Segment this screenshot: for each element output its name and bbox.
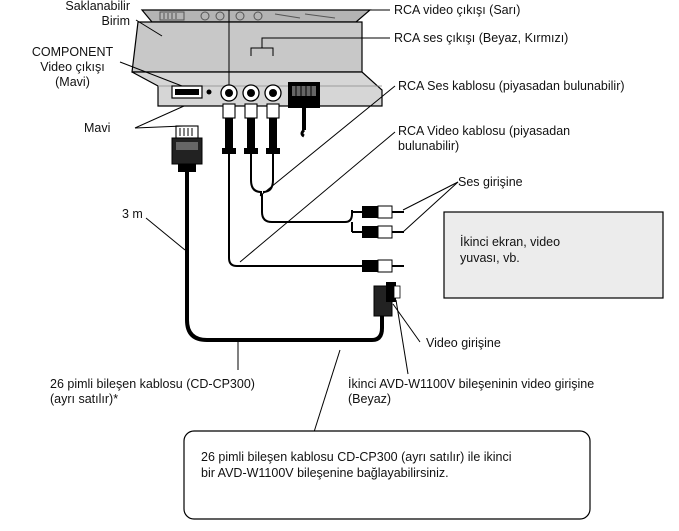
display-box-line1: İkinci ekran, video	[460, 235, 561, 249]
cable-length-label: 3 m	[122, 207, 143, 221]
rca-audio-out-label: RCA ses çıkışı (Beyaz, Kırmızı)	[394, 31, 569, 45]
audio-input-label: Ses girişine	[458, 175, 523, 189]
rca-video-jack	[220, 84, 238, 102]
component-label-line2: Video çıkışı	[40, 60, 105, 74]
leader-lines	[119, 9, 459, 433]
component-label-line1: COMPONENT	[31, 45, 114, 59]
component-plug	[171, 125, 203, 172]
rear-panel	[131, 71, 383, 138]
cables	[185, 154, 384, 342]
unit-label-line1: Saklanabilir	[65, 0, 130, 13]
cable26-label-line2: (ayrı satılır)*	[50, 392, 119, 406]
second-unit-label-line1: İkinci AVD-W1100V bileşeninin video giri…	[348, 377, 595, 391]
cable-26pin	[185, 172, 384, 342]
rca-video-out-label: RCA video çıkışı (Sarı)	[394, 3, 521, 17]
mavi-label: Mavi	[84, 121, 111, 135]
display-box-line2: yuvası, vb.	[460, 251, 520, 265]
note-callout	[183, 430, 591, 520]
rca-video-cable-label-line1: RCA Video kablosu (piyasadan	[398, 124, 571, 138]
rca-audio-jack-red	[264, 84, 282, 102]
rca-audio-cable-label: RCA Ses kablosu (piyasadan bulunabilir)	[398, 79, 625, 93]
video-input-label: Video girişine	[426, 336, 501, 350]
rca-audio-cable	[261, 194, 353, 223]
cable26-label-line1: 26 pimli bileşen kablosu (CD-CP300)	[50, 377, 255, 391]
rca-plugs	[222, 103, 280, 154]
power-connector	[288, 82, 320, 138]
cable-26pin-end-plug	[373, 282, 401, 317]
component-label-line3: (Mavi)	[55, 75, 90, 89]
rca-video-cable-label-line2: bulunabilir)	[398, 139, 460, 153]
far-end-plugs	[362, 205, 404, 273]
note-line2: bir AVD-W1100V bileşenine bağlayabilirsi…	[201, 466, 449, 480]
unit-label-line2: Birim	[101, 14, 130, 28]
note-line1: 26 pimli bileşen kablosu CD-CP300 (ayrı …	[201, 450, 512, 464]
second-unit-label-line2: (Beyaz)	[348, 392, 392, 406]
rca-video-cable	[228, 154, 366, 267]
rca-audio-jack-white	[242, 84, 260, 102]
storable-unit	[131, 9, 372, 73]
second-display-box	[443, 211, 664, 299]
